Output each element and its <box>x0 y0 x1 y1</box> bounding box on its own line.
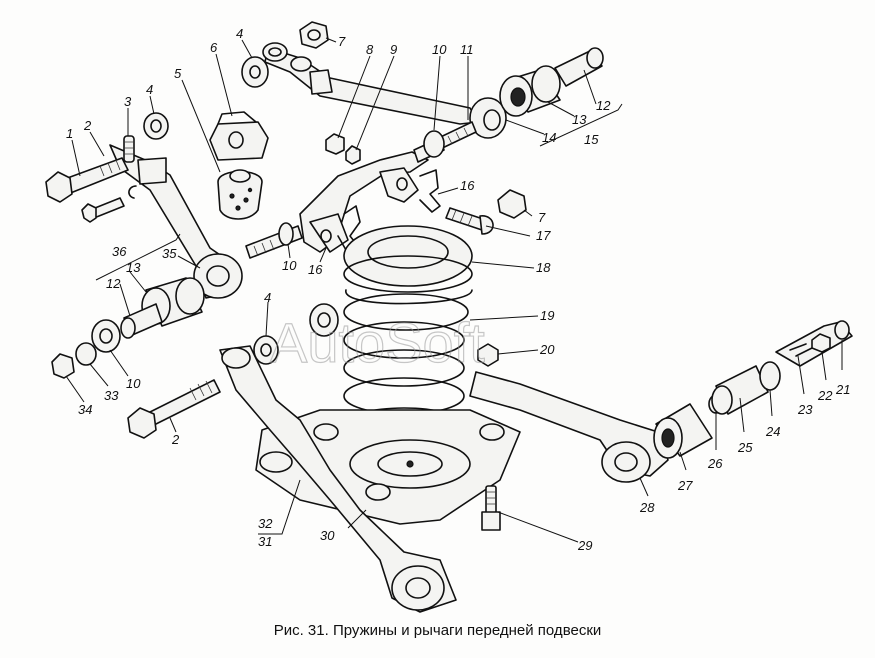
label-7: 7 <box>338 34 346 49</box>
washer-10-left <box>91 319 121 353</box>
label-5: 5 <box>174 66 182 81</box>
label-15: 15 <box>584 132 599 147</box>
washer-lower <box>253 335 279 365</box>
label-4-top: 4 <box>236 26 243 41</box>
label-12-left: 12 <box>106 276 121 291</box>
label-20: 20 <box>539 342 555 357</box>
upper-control-arm <box>299 151 429 253</box>
washer-top <box>241 56 269 88</box>
label-13-left: 13 <box>126 260 141 275</box>
watermark: AutoSoft <box>270 311 485 374</box>
label-7-right: 7 <box>538 210 546 225</box>
label-17: 17 <box>536 228 551 243</box>
label-10-center: 10 <box>282 258 297 273</box>
nut-9 <box>345 145 361 165</box>
label-33: 33 <box>104 388 119 403</box>
washer-24 <box>759 361 781 391</box>
bolt-2-long <box>127 379 221 439</box>
pin-3 <box>123 135 135 163</box>
sleeve-25 <box>711 365 769 415</box>
buffer-bracket-6 <box>209 111 269 161</box>
axle-10-right <box>413 130 445 163</box>
bushing-13-top <box>499 65 561 117</box>
label-25: 25 <box>737 440 753 455</box>
label-11: 11 <box>460 42 474 57</box>
nut-7-right <box>497 189 527 219</box>
label-36: 36 <box>112 244 127 259</box>
washer-left <box>143 112 169 140</box>
label-16-left: 16 <box>308 262 323 277</box>
label-21: 21 <box>835 382 850 397</box>
label-13: 13 <box>572 112 587 127</box>
label-18: 18 <box>536 260 551 275</box>
part-labels: 1 2 3 4 5 6 4 7 8 9 10 11 12 13 14 15 16… <box>66 26 850 553</box>
nut-top <box>299 21 329 49</box>
label-4-lower: 4 <box>264 290 271 305</box>
label-26: 26 <box>707 456 723 471</box>
label-6: 6 <box>210 40 218 55</box>
label-14: 14 <box>542 130 556 145</box>
clip <box>128 185 137 199</box>
figure-caption: Рис. 31. Пружины и рычаги передней подве… <box>273 622 602 639</box>
coil-spring <box>343 225 473 441</box>
label-27: 27 <box>677 478 693 493</box>
bushing-14 <box>469 97 507 139</box>
label-12: 12 <box>596 98 611 113</box>
rubber-buffer-5 <box>217 169 263 220</box>
lower-arm-right <box>469 371 669 483</box>
label-28: 28 <box>639 500 655 515</box>
axle-10-left <box>245 222 303 259</box>
nut-34 <box>51 353 75 379</box>
label-31: 31 <box>258 534 272 549</box>
nut-8 <box>325 133 345 155</box>
bolt-29 <box>481 485 501 531</box>
sleeve-12-top <box>554 47 604 87</box>
label-2: 2 <box>83 118 92 133</box>
washer-19 <box>309 303 339 337</box>
label-30: 30 <box>320 528 335 543</box>
nut-22 <box>811 333 831 353</box>
label-22: 22 <box>817 388 833 403</box>
label-16: 16 <box>460 178 475 193</box>
label-2-bottom: 2 <box>171 432 180 447</box>
nut-20 <box>477 343 499 367</box>
bushing-27 <box>653 403 713 459</box>
bolt-17 <box>445 207 494 235</box>
sleeve-12-left <box>120 303 163 339</box>
lower-arm-left <box>219 345 457 613</box>
label-8: 8 <box>366 42 374 57</box>
leader-lines <box>65 37 843 543</box>
washer-33 <box>75 342 97 366</box>
rear-upper-arm <box>109 144 243 299</box>
lower-mounting-plate <box>255 409 521 525</box>
label-29: 29 <box>577 538 592 553</box>
washer-21 <box>834 320 850 340</box>
label-19: 19 <box>540 308 554 323</box>
label-10: 10 <box>432 42 447 57</box>
label-24: 24 <box>765 424 780 439</box>
label-32: 32 <box>258 516 273 531</box>
label-35: 35 <box>162 246 177 261</box>
bolt-2-small <box>81 197 125 223</box>
label-3: 3 <box>124 94 132 109</box>
label-1: 1 <box>66 126 73 141</box>
label-4: 4 <box>146 82 153 97</box>
label-23: 23 <box>797 402 813 417</box>
label-9: 9 <box>390 42 397 57</box>
label-34: 34 <box>78 402 92 417</box>
bolt-1 <box>45 157 129 203</box>
label-10-left: 10 <box>126 376 141 391</box>
